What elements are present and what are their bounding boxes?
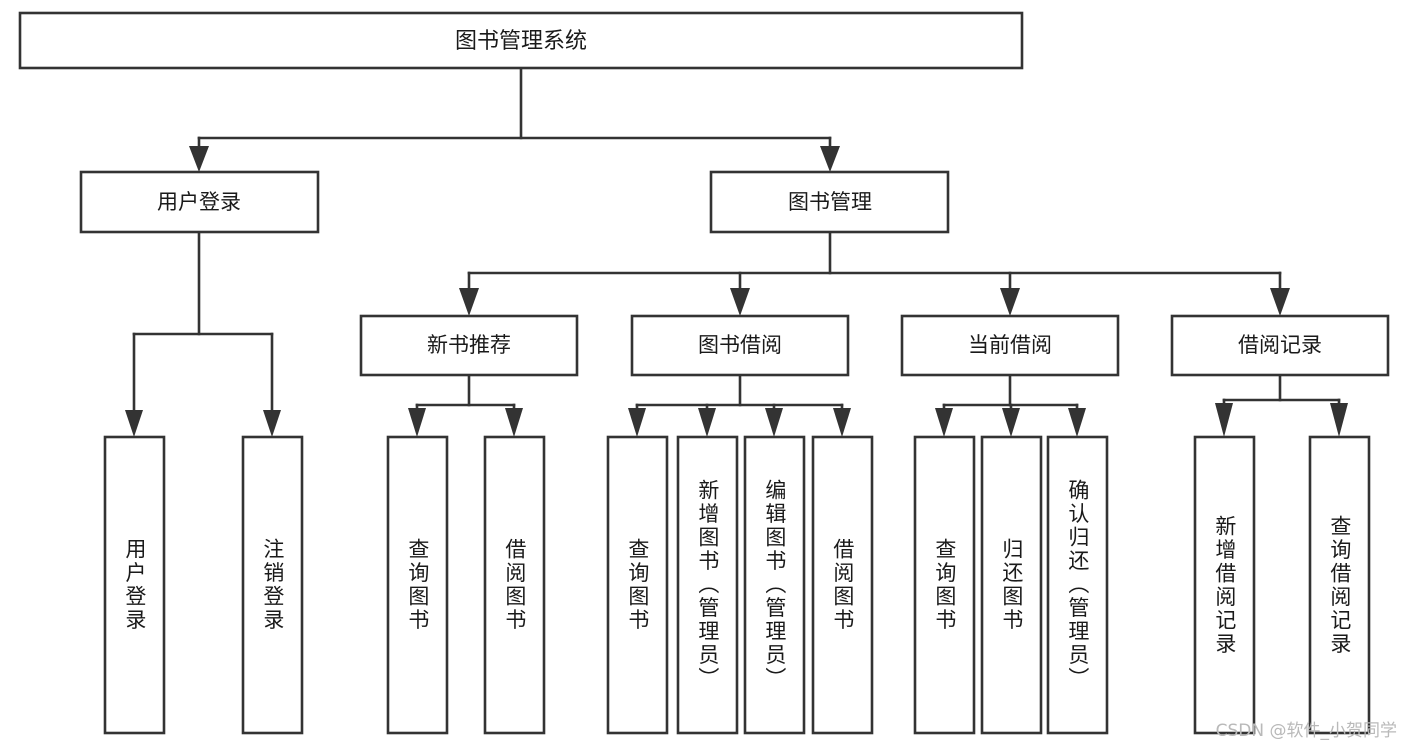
node-root[interactable]: 图书管理系统 bbox=[18, 11, 1024, 70]
arrow-icon-to-leaf-query-record bbox=[1330, 403, 1348, 437]
node-current-label: 当前借阅 bbox=[968, 333, 1052, 357]
arrow-icon-to-leaf-add-book bbox=[698, 408, 716, 437]
arrow-icon-to-leaf-borrow-book bbox=[833, 408, 851, 437]
arrow-icon-to-bookmgmt bbox=[820, 146, 840, 172]
arrow-icon-to-leaf-confirm-return bbox=[1068, 408, 1086, 437]
node-current-box[interactable] bbox=[900, 314, 1120, 377]
node-current[interactable]: 当前借阅 bbox=[900, 314, 1120, 377]
arrow-icon-to-leaf-user-login bbox=[125, 410, 143, 437]
node-leaf-edit-book-box[interactable] bbox=[743, 435, 806, 735]
node-borrow[interactable]: 图书借阅 bbox=[630, 314, 850, 377]
arrow-icon-to-borrow bbox=[730, 288, 750, 316]
node-bookmgmt[interactable]: 图书管理 bbox=[709, 170, 950, 234]
arrow-icon-to-leaf-query-book-current bbox=[935, 408, 953, 437]
leaf-box-group bbox=[103, 435, 1371, 735]
arrow-icon-to-login bbox=[189, 146, 209, 172]
arrow-icon-to-leaf-add-record bbox=[1215, 403, 1233, 437]
node-leaf-add-book-box[interactable] bbox=[676, 435, 739, 735]
node-leaf-query-book-new-box[interactable] bbox=[386, 435, 449, 735]
node-borrow-label: 图书借阅 bbox=[698, 333, 782, 357]
node-leaf-add-record-box[interactable] bbox=[1193, 435, 1256, 735]
node-bookmgmt-box[interactable] bbox=[709, 170, 950, 234]
node-bookmgmt-label: 图书管理 bbox=[788, 190, 872, 214]
arrow-icon-to-record bbox=[1270, 288, 1290, 316]
node-record[interactable]: 借阅记录 bbox=[1170, 314, 1390, 377]
node-leaf-borrow-book-box[interactable] bbox=[811, 435, 874, 735]
arrowhead-group bbox=[125, 146, 1348, 437]
node-leaf-user-login-box[interactable] bbox=[103, 435, 166, 735]
arrow-icon-to-leaf-query-book-borrow bbox=[628, 408, 646, 437]
node-login[interactable]: 用户登录 bbox=[79, 170, 320, 234]
arrow-icon-to-leaf-user-logout bbox=[263, 410, 281, 437]
node-root-label: 图书管理系统 bbox=[455, 29, 587, 54]
node-leaf-return-book-box[interactable] bbox=[980, 435, 1043, 735]
node-leaf-query-book-current-box[interactable] bbox=[913, 435, 976, 735]
node-leaf-confirm-return-box[interactable] bbox=[1046, 435, 1109, 735]
arrow-icon-to-leaf-return-book bbox=[1002, 408, 1020, 437]
arrow-icon-to-current bbox=[1000, 288, 1020, 316]
watermark-text: CSDN @软件_小贺同学 bbox=[1215, 721, 1397, 741]
node-leaf-query-record-box[interactable] bbox=[1308, 435, 1371, 735]
node-newbook-label: 新书推荐 bbox=[427, 333, 511, 357]
arrow-icon-to-leaf-edit-book bbox=[765, 408, 783, 437]
arrow-icon-to-newbook bbox=[459, 288, 479, 316]
node-newbook[interactable]: 新书推荐 bbox=[359, 314, 579, 377]
node-record-label: 借阅记录 bbox=[1238, 333, 1322, 357]
node-root-box[interactable] bbox=[18, 11, 1024, 70]
node-record-box[interactable] bbox=[1170, 314, 1390, 377]
arrow-icon-to-leaf-query-book-new bbox=[408, 408, 426, 437]
node-leaf-user-logout-box[interactable] bbox=[241, 435, 304, 735]
node-borrow-box[interactable] bbox=[630, 314, 850, 377]
arrow-icon-to-leaf-borrow-book-new bbox=[505, 408, 523, 437]
node-login-box[interactable] bbox=[79, 170, 320, 234]
node-newbook-box[interactable] bbox=[359, 314, 579, 377]
node-login-label: 用户登录 bbox=[157, 190, 241, 214]
node-leaf-query-book-borrow-box[interactable] bbox=[606, 435, 669, 735]
node-leaf-borrow-book-new-box[interactable] bbox=[483, 435, 546, 735]
